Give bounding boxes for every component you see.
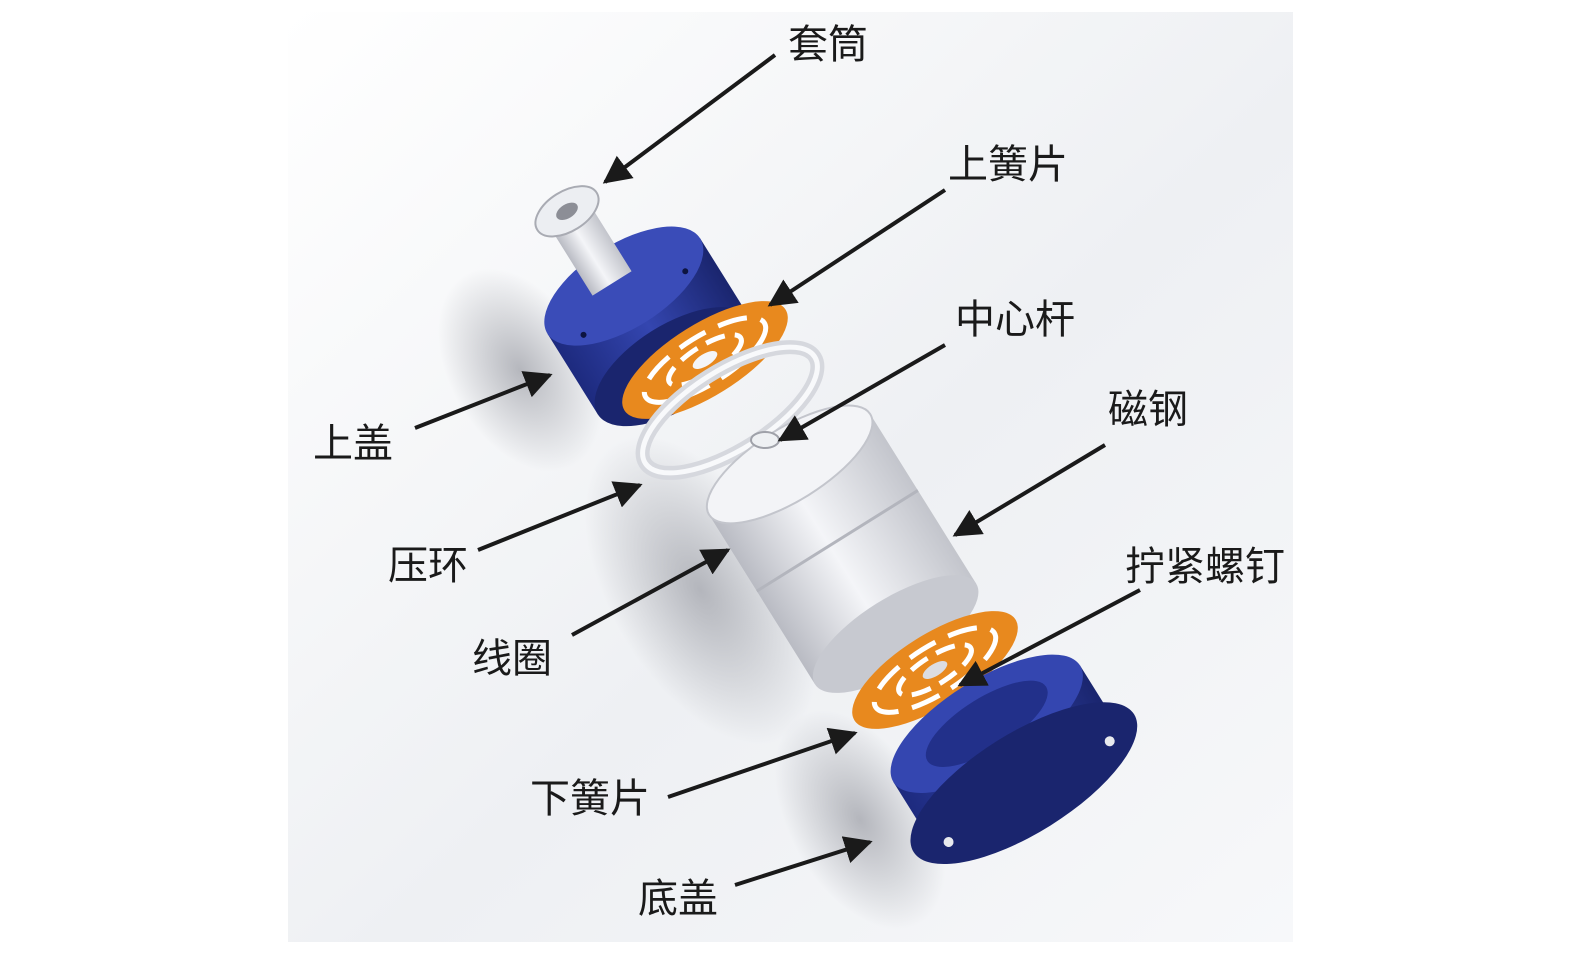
label-lower-spring: 下簧片 xyxy=(530,776,650,822)
center-rod-part xyxy=(750,431,780,449)
label-upper-spring: 上簧片 xyxy=(948,142,1068,188)
label-sleeve: 套筒 xyxy=(788,22,868,68)
shadow xyxy=(584,436,816,744)
label-coil: 线圈 xyxy=(472,636,552,682)
bottom-cover-part xyxy=(890,654,1138,865)
arrow-screw xyxy=(957,588,1141,687)
label-center-rod: 中心杆 xyxy=(955,297,1075,343)
press-ring-part xyxy=(635,340,825,480)
arrow-magnet xyxy=(952,443,1107,537)
label-upper-cover: 上盖 xyxy=(313,421,393,467)
upper-spring-part xyxy=(622,301,788,419)
magnet-coil-part xyxy=(705,404,979,693)
label-press-ring: 压环 xyxy=(388,543,468,589)
arrow-upper-cover xyxy=(414,371,553,430)
label-bottom-cover: 底盖 xyxy=(638,876,718,922)
arrow-upper-spring xyxy=(767,188,947,307)
label-screw: 拧紧螺钉 xyxy=(1125,544,1285,590)
label-magnet: 磁钢 xyxy=(1108,387,1188,433)
arrow-press-ring xyxy=(477,481,643,552)
arrow-center-rod xyxy=(777,343,946,442)
arrow-lower-spring xyxy=(667,727,858,799)
arrow-bottom-cover xyxy=(734,836,873,887)
arrow-sleeve xyxy=(602,53,777,184)
leader-arrows xyxy=(414,53,1141,887)
sleeve-part xyxy=(534,185,632,296)
lower-spring-part xyxy=(852,611,1018,729)
arrow-coil xyxy=(571,548,731,637)
